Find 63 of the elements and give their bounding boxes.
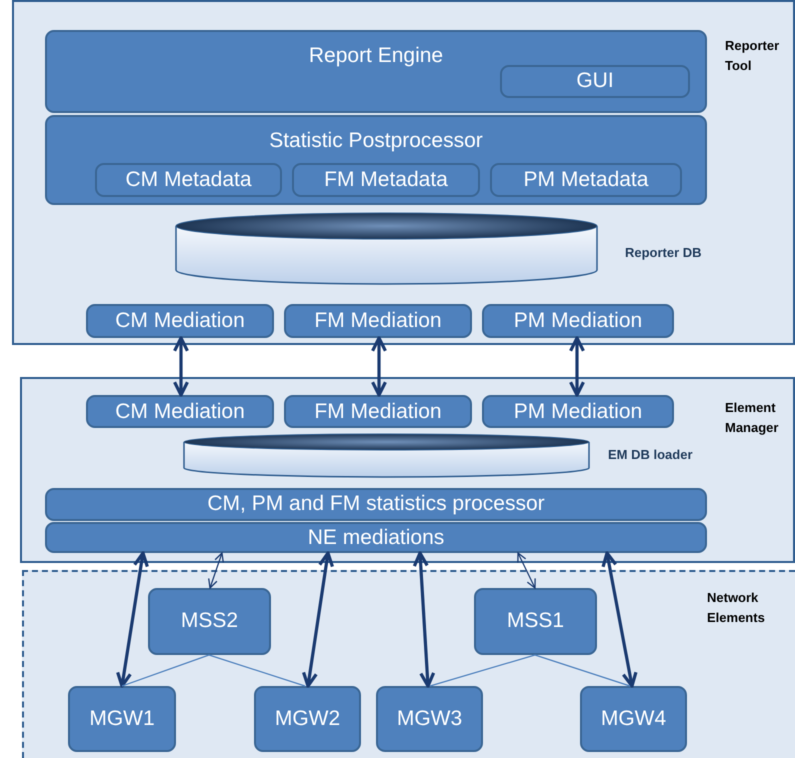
double-arrow (569, 336, 585, 397)
database-label: Reporter DB (625, 245, 702, 260)
region-title: Network Elements (707, 589, 766, 627)
component-label: GUI (575, 69, 615, 93)
component-box (254, 686, 361, 752)
connector-line (534, 654, 630, 687)
component-box (474, 588, 597, 655)
component-label: CM Mediation (114, 400, 246, 424)
component-label: PM Mediation (512, 309, 644, 333)
double-arrow (412, 551, 436, 688)
component-box (482, 395, 674, 428)
component-box (45, 30, 707, 113)
component-box (45, 522, 707, 553)
double-arrow (517, 552, 536, 589)
region-title: Reporter Tool (725, 37, 780, 75)
double-arrow (116, 551, 149, 688)
region-panel (22, 570, 795, 758)
region-panel (12, 0, 795, 345)
component-box (45, 488, 707, 521)
component-label: MGW2 (274, 707, 342, 731)
component-box (376, 686, 483, 752)
component-label: MSS2 (180, 609, 240, 633)
database-cylinder (175, 212, 598, 285)
component-box (292, 163, 480, 197)
database-label: EM DB loader (608, 447, 693, 462)
double-arrow (601, 551, 638, 688)
component-label: MGW4 (600, 707, 668, 731)
component-label: CM Mediation (114, 309, 246, 333)
component-box (86, 395, 274, 428)
component-box (482, 304, 674, 338)
component-label: Report Engine (308, 44, 444, 68)
component-box (86, 304, 274, 338)
connector-line (122, 654, 210, 687)
component-label: CM, PM and FM statistics processor (206, 492, 546, 516)
database-cylinder (183, 433, 590, 478)
component-box (490, 163, 682, 197)
component-label: Statistic Postprocessor (268, 129, 484, 153)
component-box (500, 65, 690, 98)
component-box (95, 163, 282, 197)
component-label: MGW3 (396, 707, 464, 731)
component-label: FM Mediation (313, 400, 443, 424)
double-arrow (371, 336, 387, 397)
component-label: FM Mediation (313, 309, 443, 333)
component-box (68, 686, 176, 752)
component-box (580, 686, 687, 752)
double-arrow (173, 336, 189, 397)
region-title: Element Manager (725, 399, 780, 437)
component-label: FM Metadata (323, 168, 449, 192)
component-box (45, 115, 707, 205)
component-label: PM Mediation (512, 400, 644, 424)
component-label: MGW1 (88, 707, 156, 731)
component-label: NE mediations (306, 526, 446, 550)
component-box (148, 588, 271, 655)
component-box (284, 304, 472, 338)
component-label: CM Metadata (124, 168, 253, 192)
component-box (284, 395, 472, 428)
double-arrow (302, 551, 334, 688)
connector-line (430, 654, 536, 687)
component-label: MSS1 (506, 609, 566, 633)
region-panel (20, 377, 795, 563)
component-label: PM Metadata (522, 168, 650, 192)
double-arrow (208, 552, 224, 589)
connector-line (208, 654, 306, 687)
